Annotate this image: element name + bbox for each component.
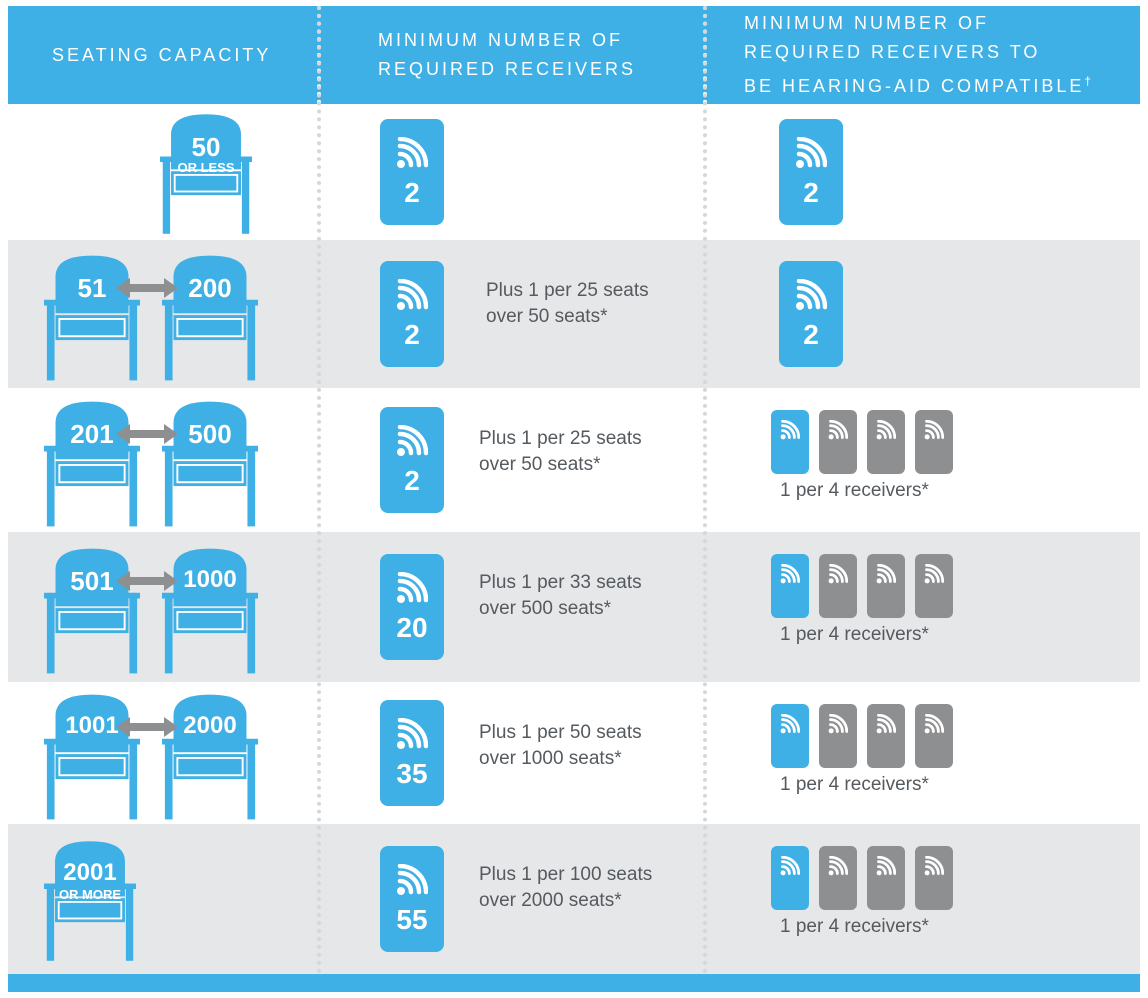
hac-ratio-note: 1 per 4 receivers*: [780, 774, 929, 795]
double-arrow-icon: [116, 424, 178, 444]
standard-receiver-mini-icon: [867, 554, 905, 618]
table-footer-bar: [8, 974, 1140, 992]
capacity-from-value: 501: [70, 566, 114, 596]
standard-receiver-mini-icon: [819, 410, 857, 474]
double-arrow-icon: [116, 278, 178, 298]
capacity-to-value: 500: [188, 419, 232, 449]
standard-receiver-mini-icon: [867, 846, 905, 910]
capacity-from-value: 51: [77, 273, 107, 303]
required-receivers-count: 2: [404, 319, 420, 350]
hac-receiver-mini-icon: [771, 704, 809, 768]
required-receivers-note: Plus 1 per 33 seats over 500 seats*: [479, 572, 642, 619]
seat-icon-from: 201: [44, 399, 140, 529]
hac-receiver-mini-icon: [771, 410, 809, 474]
capacity-to-value: 200: [188, 273, 232, 303]
hac-receiver-mini-icon: [771, 554, 809, 618]
hac-receiver-mini-icon: [771, 846, 809, 910]
required-receivers-note: Plus 1 per 25 seats over 50 seats*: [479, 428, 642, 475]
capacity-from-value: 1001: [65, 712, 119, 739]
seat-icon-to: 500: [162, 399, 258, 529]
required-receivers-count: 2: [404, 465, 420, 496]
standard-receiver-mini-icon: [915, 554, 953, 618]
header-seating-capacity: SEATING CAPACITY: [52, 44, 272, 65]
seat-icon-from: 51: [44, 253, 140, 383]
capacity-qualifier: OR MORE: [58, 887, 122, 902]
required-receivers-count: 35: [396, 758, 428, 789]
required-receivers-note: Plus 1 per 25 seats over 50 seats*: [486, 280, 649, 327]
hac-receivers-count: 2: [803, 319, 819, 350]
dagger-mark: †: [1084, 74, 1092, 88]
capacity-from-value: 201: [70, 419, 114, 449]
seat-icon-from: 501: [44, 546, 140, 676]
standard-receiver-mini-icon: [915, 704, 953, 768]
standard-receiver-mini-icon: [819, 846, 857, 910]
receiver-icon: 2: [380, 407, 444, 513]
capacity-to-value: 2000: [183, 712, 237, 739]
table-header: SEATING CAPACITY MINIMUM NUMBER OF REQUI…: [8, 6, 1140, 104]
hac-ratio-note: 1 per 4 receivers*: [780, 480, 929, 501]
double-arrow-icon: [116, 717, 178, 737]
capacity-value: 50: [191, 132, 221, 162]
required-receivers-count: 55: [396, 904, 428, 935]
seat-icon-to: 1000: [162, 546, 258, 676]
required-receivers-note: Plus 1 per 100 seats over 2000 seats*: [479, 864, 653, 911]
capacity-qualifier: OR LESS: [177, 160, 235, 175]
capacity-to-value: 1000: [183, 566, 237, 593]
seat-icon-from: 1001: [44, 692, 140, 822]
header-min-receivers: MINIMUM NUMBER OF REQUIRED RECEIVERS: [378, 30, 637, 79]
header-hac-receivers: MINIMUM NUMBER OF REQUIRED RECEIVERS TO …: [744, 13, 1092, 96]
standard-receiver-mini-icon: [867, 704, 905, 768]
standard-receiver-mini-icon: [915, 410, 953, 474]
seat-icon-to: 2000: [162, 692, 258, 822]
standard-receiver-mini-icon: [867, 410, 905, 474]
column-divider-1: [317, 6, 321, 974]
required-receivers-count: 20: [396, 612, 428, 643]
hac-receiver-icon: 2: [779, 261, 843, 367]
receiver-icon: 55: [380, 846, 444, 952]
double-arrow-icon: [116, 571, 178, 591]
required-receivers-count: 2: [404, 177, 420, 208]
hac-ratio-note: 1 per 4 receivers*: [780, 624, 929, 645]
receiver-icon: 35: [380, 700, 444, 806]
column-divider-2: [703, 6, 707, 974]
standard-receiver-mini-icon: [819, 704, 857, 768]
standard-receiver-mini-icon: [819, 554, 857, 618]
hac-ratio-note: 1 per 4 receivers*: [780, 916, 929, 937]
receiver-icon: 20: [380, 554, 444, 660]
receiver-icon: 2: [380, 119, 444, 225]
hac-receivers-count: 2: [803, 177, 819, 208]
standard-receiver-mini-icon: [915, 846, 953, 910]
hac-receiver-icon: 2: [779, 119, 843, 225]
capacity-value: 2001: [63, 859, 117, 886]
receiver-icon: 2: [380, 261, 444, 367]
required-receivers-note: Plus 1 per 50 seats over 1000 seats*: [479, 722, 642, 769]
seat-icon-to: 200: [162, 253, 258, 383]
